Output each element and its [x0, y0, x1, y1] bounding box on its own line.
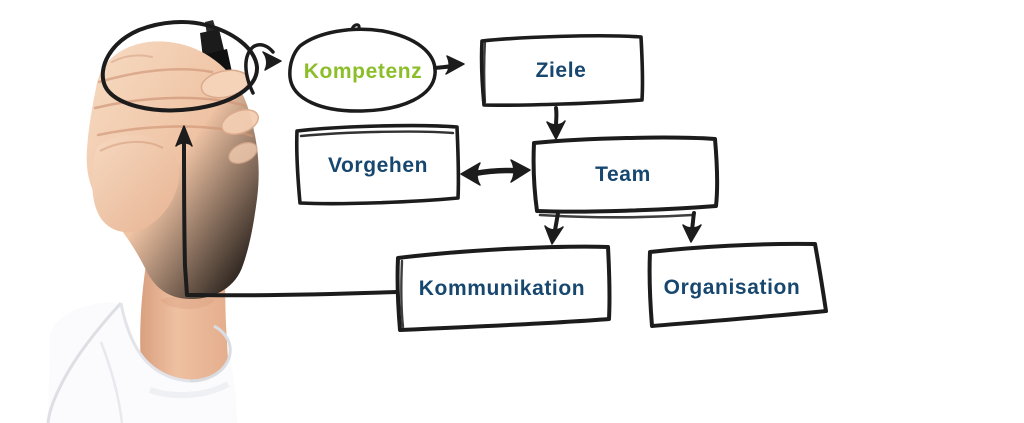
- node-label-organisation: Organisation: [663, 276, 801, 299]
- edge-circle-to-kompetenz: [244, 43, 275, 95]
- arrowhead: [460, 162, 481, 186]
- hand-holding-marker: [46, 20, 259, 423]
- fingernails: [200, 69, 259, 164]
- marker-ink: [100, 20, 828, 332]
- node-label-kompetenz: Kompetenz: [303, 60, 423, 83]
- node-vorgehen-box: [294, 123, 461, 206]
- cuff-shadow: [148, 381, 230, 399]
- team-double-stroke: [538, 213, 694, 219]
- cuff-edge-inner: [119, 302, 191, 383]
- node-label-vorgehen: Vorgehen: [327, 154, 429, 177]
- arrowhead: [544, 225, 564, 245]
- node-ziele-box: [479, 33, 645, 107]
- cuff-fold: [99, 341, 124, 423]
- marker-cone: [200, 29, 225, 58]
- arrowhead: [510, 159, 531, 183]
- arrowhead: [445, 55, 465, 75]
- arrowhead: [546, 120, 566, 140]
- wrist-shadow: [160, 295, 215, 309]
- node-kommunikation-box: [395, 244, 612, 332]
- cuff-edge-left: [46, 301, 123, 423]
- shirt-cuff: [46, 301, 237, 423]
- cuff-edge-roll: [189, 324, 232, 383]
- node-kompetenz-ellipse: [288, 27, 437, 113]
- edge-kommunikation-to-circle: [182, 142, 399, 298]
- thumb-crease: [99, 140, 164, 152]
- node-label-team: Team: [595, 163, 651, 186]
- ziele-double-stroke: [483, 40, 487, 104]
- ellipse-notch: [350, 23, 361, 31]
- node-organisation-box: [647, 241, 828, 328]
- node-label-kommunikation: Kommunikation: [418, 277, 586, 300]
- hand-drawn-circle: [100, 20, 260, 113]
- node-label-ziele: Ziele: [535, 59, 587, 82]
- edge-team-to-kommunikation: [553, 211, 560, 232]
- edge-team-to-organisation: [690, 211, 696, 231]
- thumb: [92, 134, 180, 233]
- edge-vorgehen-team-shaft: [469, 167, 522, 177]
- vorgehen-double-stroke: [299, 130, 455, 138]
- node-team-box: [531, 135, 720, 214]
- kommunikation-double-stroke: [400, 259, 405, 329]
- arrowhead: [175, 125, 193, 147]
- arrowhead: [682, 224, 702, 243]
- arrowhead: [262, 51, 282, 71]
